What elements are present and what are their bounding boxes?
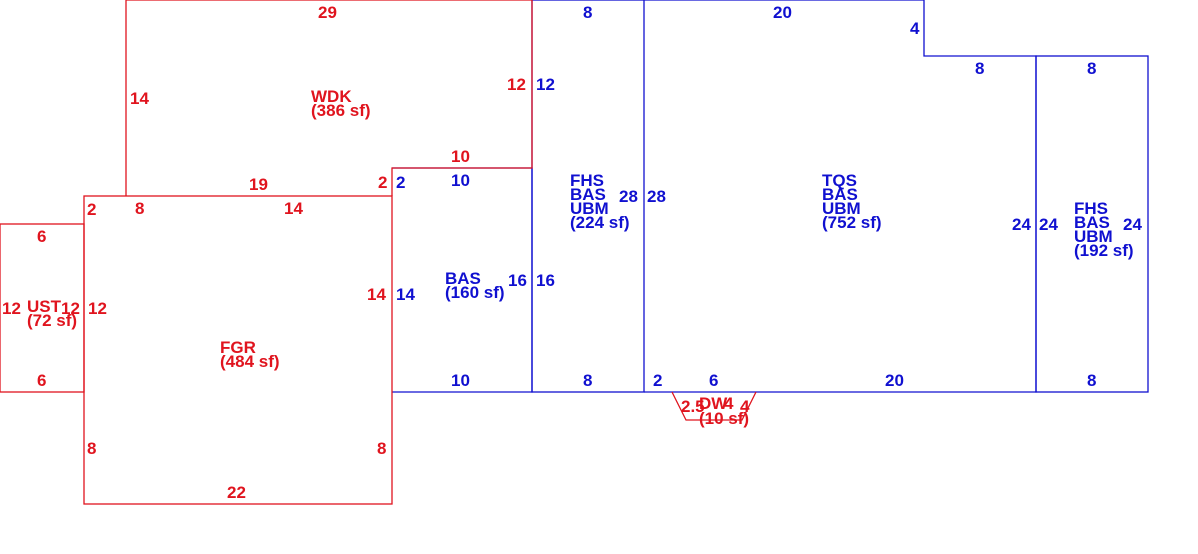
fhs-right-outline bbox=[1035, 55, 1149, 393]
dim-tqs-bottom-b: 6 bbox=[709, 371, 718, 390]
dsw-code-c: 4 bbox=[724, 394, 734, 413]
dim-tqs-top-right: 8 bbox=[975, 59, 984, 78]
dim-tqs-top: 20 bbox=[773, 3, 792, 22]
dim-tqs-step: 4 bbox=[910, 19, 920, 38]
dim-ust-right-outer: 12 bbox=[88, 299, 107, 318]
wdk-outline bbox=[125, 0, 533, 196]
dim-fgr-right: 14 bbox=[367, 285, 386, 304]
dim-fhs-right-top: 8 bbox=[1087, 59, 1096, 78]
fhs-left-outline bbox=[531, 0, 645, 393]
dim-wdk-bottom: 19 bbox=[249, 175, 268, 194]
dsw-code-d: 4 bbox=[740, 397, 750, 416]
dim-wdk-bottom-right: 10 bbox=[451, 147, 470, 166]
blue-outlines bbox=[392, 0, 1149, 393]
dim-fhs-right-bottom: 8 bbox=[1087, 371, 1096, 390]
dim-fhs-left-left-top: 12 bbox=[536, 75, 555, 94]
dsw-area: (10 sf) bbox=[699, 409, 749, 428]
dim-bas-right: 16 bbox=[508, 271, 527, 290]
dim-bas-step: 2 bbox=[396, 173, 405, 192]
area-labels: WDK (386 sf) FGR (484 sf) UST (72 sf) BA… bbox=[27, 87, 1134, 428]
dim-wdk-left: 14 bbox=[130, 89, 149, 108]
dsw-code-b: DW bbox=[699, 394, 728, 413]
dim-tqs-right: 24 bbox=[1012, 215, 1031, 234]
fhs-left-code-2: BAS bbox=[570, 185, 606, 204]
dim-fgr-top-left: 8 bbox=[135, 199, 144, 218]
dim-fhs-right-left: 24 bbox=[1039, 215, 1058, 234]
dim-wdk-right: 12 bbox=[507, 75, 526, 94]
ust-outline bbox=[0, 223, 85, 393]
dim-fhs-left-right: 28 bbox=[619, 187, 638, 206]
wdk-area: (386 sf) bbox=[311, 101, 371, 120]
dim-wdk-step: 2 bbox=[378, 173, 387, 192]
dim-ust-left: 12 bbox=[2, 299, 21, 318]
ust-code: UST bbox=[27, 297, 62, 316]
dim-tqs-bottom-a: 2 bbox=[653, 371, 662, 390]
dim-bas-left: 14 bbox=[396, 285, 415, 304]
bas-small-code: BAS bbox=[445, 269, 481, 288]
dsw-code-a: 2.5 bbox=[681, 397, 705, 416]
dim-fhs-left-right-outer: 28 bbox=[647, 187, 666, 206]
dim-bas-top: 10 bbox=[451, 171, 470, 190]
dim-fgr-left-bottom: 8 bbox=[87, 439, 96, 458]
dim-bas-bottom: 10 bbox=[451, 371, 470, 390]
dim-ust-right: 12 bbox=[61, 299, 80, 318]
fhs-right-code-3: UBM bbox=[1074, 227, 1113, 246]
dim-fgr-bottom: 22 bbox=[227, 483, 246, 502]
dim-ust-bottom: 6 bbox=[37, 371, 46, 390]
fhs-left-area: (224 sf) bbox=[570, 213, 630, 232]
fhs-left-code-3: UBM bbox=[570, 199, 609, 218]
dim-ust-top: 6 bbox=[37, 227, 46, 246]
wdk-code: WDK bbox=[311, 87, 352, 106]
dim-fhs-left-bottom: 8 bbox=[583, 371, 592, 390]
fhs-right-code-2: BAS bbox=[1074, 213, 1110, 232]
tqs-outline bbox=[644, 0, 1037, 393]
dim-fgr-right-bottom: 8 bbox=[377, 439, 386, 458]
dim-fhs-left-left: 16 bbox=[536, 271, 555, 290]
ust-area: (72 sf) bbox=[27, 311, 77, 330]
tqs-code-3: UBM bbox=[822, 199, 861, 218]
fgr-area: (484 sf) bbox=[220, 352, 280, 371]
fhs-right-area: (192 sf) bbox=[1074, 241, 1134, 260]
dim-fgr-top: 14 bbox=[284, 199, 303, 218]
red-outlines bbox=[0, 0, 757, 505]
tqs-code-2: BAS bbox=[822, 185, 858, 204]
dim-fgr-left-top: 2 bbox=[87, 200, 96, 219]
dim-tqs-bottom: 20 bbox=[885, 371, 904, 390]
red-dimension-labels: 29 14 12 10 19 2 2 8 14 14 8 8 22 6 12 1… bbox=[2, 3, 526, 502]
blue-dimension-labels: 2 10 14 16 10 8 12 16 28 28 8 20 4 8 24 … bbox=[396, 3, 1142, 390]
tqs-area: (752 sf) bbox=[822, 213, 882, 232]
fgr-code: FGR bbox=[220, 338, 256, 357]
dsw-outline bbox=[671, 391, 757, 421]
fhs-left-code-1: FHS bbox=[570, 171, 604, 190]
dim-fhs-left-top: 8 bbox=[583, 3, 592, 22]
bas-small-area: (160 sf) bbox=[445, 283, 505, 302]
fhs-right-code-1: FHS bbox=[1074, 199, 1108, 218]
dim-fhs-right-right: 24 bbox=[1123, 215, 1142, 234]
dim-wdk-top: 29 bbox=[318, 3, 337, 22]
tqs-code-1: TQS bbox=[822, 171, 857, 190]
